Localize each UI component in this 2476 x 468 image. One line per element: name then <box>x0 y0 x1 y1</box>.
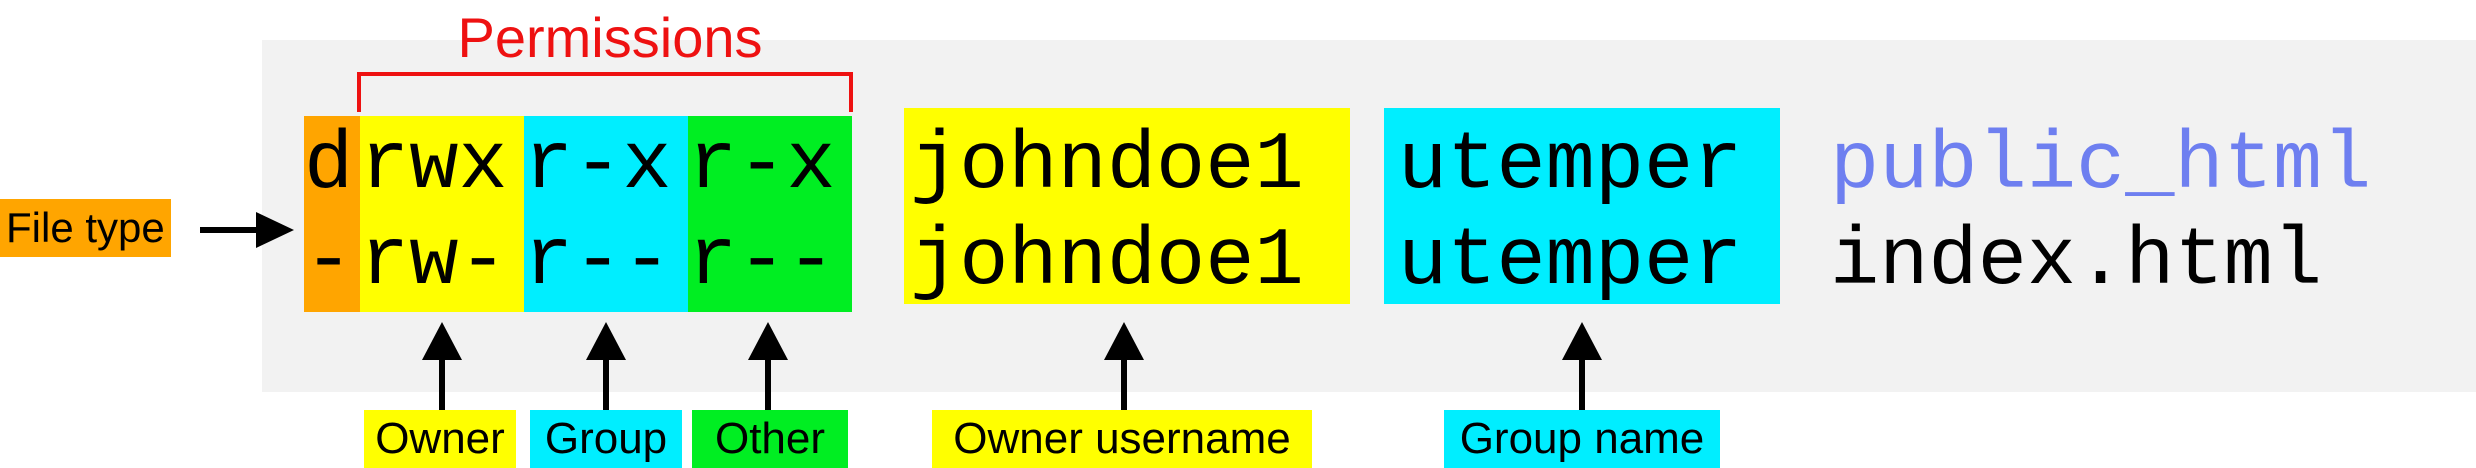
permissions-title: Permissions <box>457 6 763 69</box>
row2-type: - <box>304 215 354 308</box>
row2-group-perm: r-- <box>524 215 672 308</box>
row2-other-perm: r-- <box>688 215 836 308</box>
row1-group-perm: r-x <box>524 119 672 212</box>
row1-username: johndoe1 <box>910 119 1304 212</box>
group-perm-highlight <box>524 116 688 312</box>
row1-owner-perm: rwx <box>360 119 508 212</box>
other-arrow-icon <box>748 322 788 412</box>
row2-owner-perm: rw- <box>360 215 508 308</box>
group-arrow-icon <box>586 322 626 412</box>
row1-filename: public_html <box>1830 119 2372 212</box>
row2-groupname: utemper <box>1398 215 1743 308</box>
other-label: Other <box>692 410 848 468</box>
permissions-bracket <box>357 72 853 112</box>
row1-type: d <box>304 119 354 212</box>
owner-username-label: Owner username <box>932 410 1312 468</box>
file-type-highlight <box>304 116 360 312</box>
group-name-arrow-icon <box>1562 322 1602 412</box>
file-type-arrow-icon <box>200 212 294 248</box>
row2-filename: index.html <box>1830 215 2323 308</box>
owner-label: Owner <box>364 410 516 468</box>
group-name-label: Group name <box>1444 410 1720 468</box>
row1-groupname: utemper <box>1398 119 1743 212</box>
owner-username-arrow-icon <box>1104 322 1144 412</box>
row2-username: johndoe1 <box>910 215 1304 308</box>
owner-arrow-icon <box>422 322 462 412</box>
file-type-label: File type <box>0 199 171 257</box>
other-perm-highlight <box>688 116 852 312</box>
owner-perm-highlight <box>360 116 524 312</box>
groupname-highlight <box>1384 108 1780 304</box>
username-highlight <box>904 108 1350 304</box>
row1-other-perm: r-x <box>688 119 836 212</box>
group-label: Group <box>530 410 682 468</box>
